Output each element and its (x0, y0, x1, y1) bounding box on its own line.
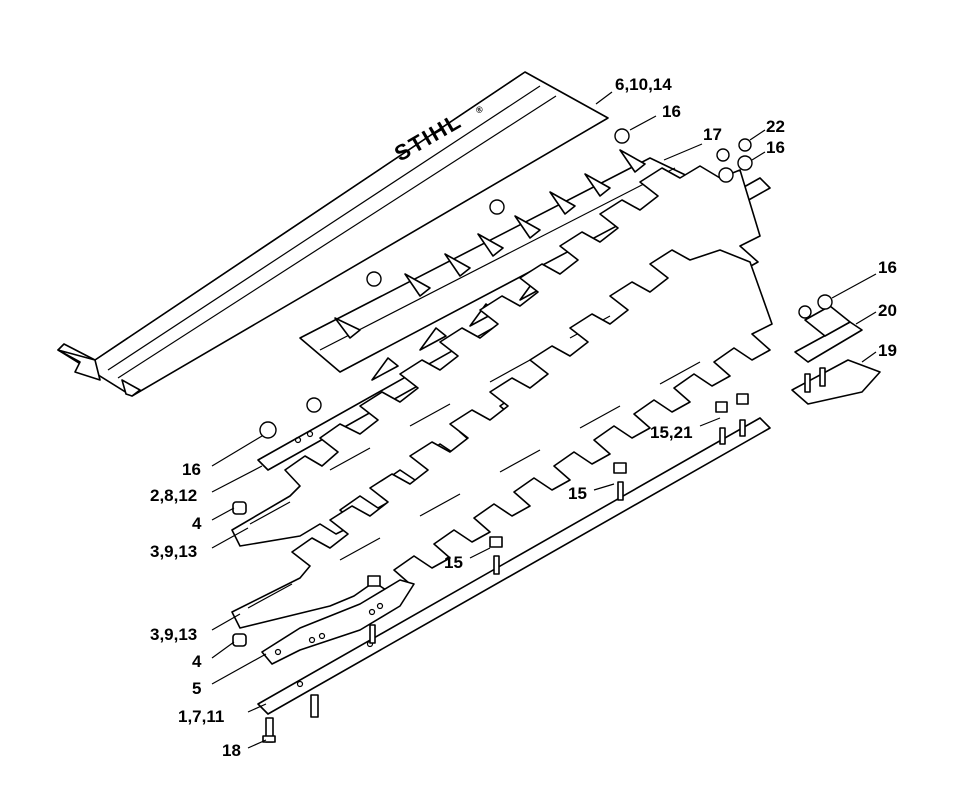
callout-3-9-13-b: 3,9,13 (150, 625, 197, 644)
callout-15-b: 15 (444, 553, 463, 572)
cutter-blade-lower (231, 249, 773, 629)
callout-22: 22 (766, 117, 785, 136)
guide-plate (261, 579, 415, 665)
sliders-and-pins (262, 393, 749, 743)
callout-19: 19 (878, 341, 897, 360)
callout-2-8-12: 2,8,12 (150, 486, 197, 505)
registered-mark: ® (474, 104, 485, 116)
callout-15-a: 15 (568, 484, 587, 503)
callout-15-21: 15,21 (650, 423, 693, 442)
leader-lines (211, 91, 877, 749)
callout-6-10-14: 6,10,14 (615, 75, 672, 94)
callout-4-a: 4 (192, 514, 202, 533)
callout-1-7-11: 1,7,11 (178, 707, 224, 726)
callout-5: 5 (192, 679, 201, 698)
hex-nuts (259, 128, 833, 439)
callout-20: 20 (878, 301, 897, 320)
bushings (232, 501, 247, 647)
callout-18: 18 (222, 741, 241, 760)
end-plate (791, 359, 881, 405)
callout-17: 17 (703, 125, 722, 144)
callout-16-c: 16 (878, 258, 897, 277)
bottom-strip (257, 417, 771, 715)
callout-3-9-13-a: 3,9,13 (150, 542, 197, 561)
callout-4-b: 4 (192, 652, 202, 671)
callout-16-d: 16 (182, 460, 201, 479)
bracket (794, 305, 863, 363)
callout-16-a: 16 (662, 102, 681, 121)
callout-16-b: 16 (766, 138, 785, 157)
callout-labels: 6,10,14 16 17 22 16 16 20 19 15,21 15 16… (150, 75, 897, 760)
